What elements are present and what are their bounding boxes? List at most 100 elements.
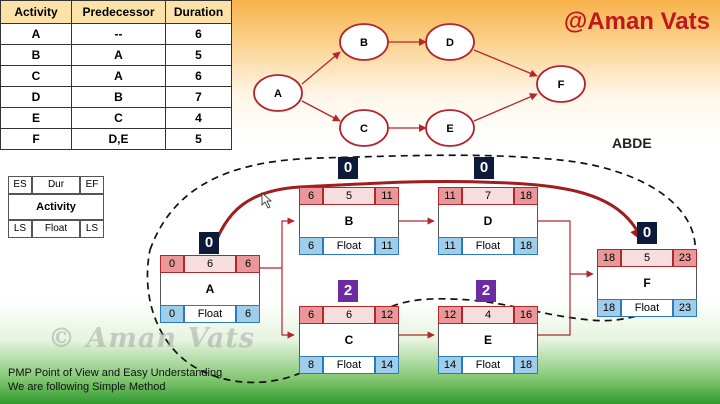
node-a-dur: 6 xyxy=(184,255,236,273)
node-a-ef: 6 xyxy=(236,255,260,273)
arrow-a-b xyxy=(301,51,341,85)
connector-e-f xyxy=(538,274,571,336)
legend-activity: Activity xyxy=(8,194,104,220)
watermark: © Aman Vats xyxy=(48,323,256,354)
float-badge-b: 0 xyxy=(338,157,358,179)
node-a-ls: 0 xyxy=(160,305,184,323)
node-c-name: C xyxy=(299,324,399,356)
node-b-lf: 11 xyxy=(375,237,399,255)
node-f-es: 18 xyxy=(597,249,621,267)
svg-text:B: B xyxy=(360,37,368,49)
node-e-name: E xyxy=(438,324,538,356)
node-d-ls: 11 xyxy=(438,237,462,255)
critical-path-curve xyxy=(210,179,645,254)
svg-text:D: D xyxy=(446,37,454,49)
node-e-lf: 18 xyxy=(514,356,538,374)
node-e-ef: 16 xyxy=(514,306,538,324)
node-d-name: D xyxy=(438,205,538,237)
node-f-float: Float xyxy=(621,299,673,317)
node-a-lf: 6 xyxy=(236,305,260,323)
header-activity: Activity xyxy=(0,0,72,24)
node-c-float: Float xyxy=(323,356,375,374)
node-c-ls: 8 xyxy=(299,356,323,374)
float-badge-a: 0 xyxy=(199,232,219,254)
node-d-lf: 18 xyxy=(514,237,538,255)
node-f-name: F xyxy=(597,267,697,299)
brand-title: @Aman Vats xyxy=(563,8,710,35)
node-a-name: A xyxy=(160,273,260,305)
node-c-lf: 14 xyxy=(375,356,399,374)
node-e-es: 12 xyxy=(438,306,462,324)
node-d-float: Float xyxy=(462,237,514,255)
critical-path-label: ABDE xyxy=(612,135,652,151)
svg-text:E: E xyxy=(446,123,453,135)
node-e-ls: 14 xyxy=(438,356,462,374)
circle-node-f: F xyxy=(536,65,586,103)
node-c-ef: 12 xyxy=(375,306,399,324)
svg-text:A: A xyxy=(274,88,282,100)
legend-float: Float xyxy=(32,220,80,238)
float-badge-f: 0 xyxy=(637,222,657,244)
svg-text:C: C xyxy=(360,123,368,135)
node-f-lf: 23 xyxy=(673,299,697,317)
table-header: Activity Predecessor Duration xyxy=(0,0,232,24)
footer-line-1: PMP Point of View and Easy Understanding xyxy=(8,367,223,379)
node-b-dur: 5 xyxy=(323,187,375,205)
circle-node-a: A xyxy=(253,74,303,112)
node-f-dur: 5 xyxy=(621,249,673,267)
legend-dur: Dur xyxy=(32,176,80,194)
legend-ef: EF xyxy=(80,176,104,194)
header-duration: Duration xyxy=(165,0,232,24)
node-b-ls: 6 xyxy=(299,237,323,255)
node-d-es: 11 xyxy=(438,187,462,205)
node-e-float: Float xyxy=(462,356,514,374)
circle-node-e: E xyxy=(425,109,475,147)
node-c-es: 6 xyxy=(299,306,323,324)
arrow-d-f xyxy=(473,49,538,77)
svg-text:F: F xyxy=(558,79,565,91)
circle-node-c: C xyxy=(339,109,389,147)
node-f-ls: 18 xyxy=(597,299,621,317)
critical-path-boundary xyxy=(146,154,696,384)
arrow-a-c xyxy=(301,100,341,122)
node-b-name: B xyxy=(299,205,399,237)
node-b-ef: 11 xyxy=(375,187,399,205)
float-badge-e: 2 xyxy=(476,280,496,302)
float-badge-d: 0 xyxy=(474,157,494,179)
node-d-ef: 18 xyxy=(514,187,538,205)
table-row: A--6 xyxy=(0,23,232,45)
node-b-float: Float xyxy=(323,237,375,255)
connector-a-b xyxy=(260,217,295,269)
float-badge-c: 2 xyxy=(338,280,358,302)
node-c-dur: 6 xyxy=(323,306,375,324)
node-a-es: 0 xyxy=(160,255,184,273)
connector-a-c xyxy=(281,268,295,339)
header-predecessor: Predecessor xyxy=(71,0,166,24)
footer-line-2: We are following Simple Method xyxy=(8,381,166,393)
legend-es: ES xyxy=(8,176,32,194)
legend-ls: LS xyxy=(8,220,32,238)
node-f-ef: 23 xyxy=(673,249,697,267)
node-d-dur: 7 xyxy=(462,187,514,205)
mouse-cursor-icon xyxy=(261,192,273,209)
legend-lf: LS xyxy=(80,220,104,238)
circle-node-d: D xyxy=(425,23,475,61)
node-legend: ES Dur EF Activity LS Float LS xyxy=(8,176,104,238)
connector-d-f xyxy=(538,220,594,278)
circle-node-b: B xyxy=(339,23,389,61)
node-b-es: 6 xyxy=(299,187,323,205)
node-a-float: Float xyxy=(184,305,236,323)
